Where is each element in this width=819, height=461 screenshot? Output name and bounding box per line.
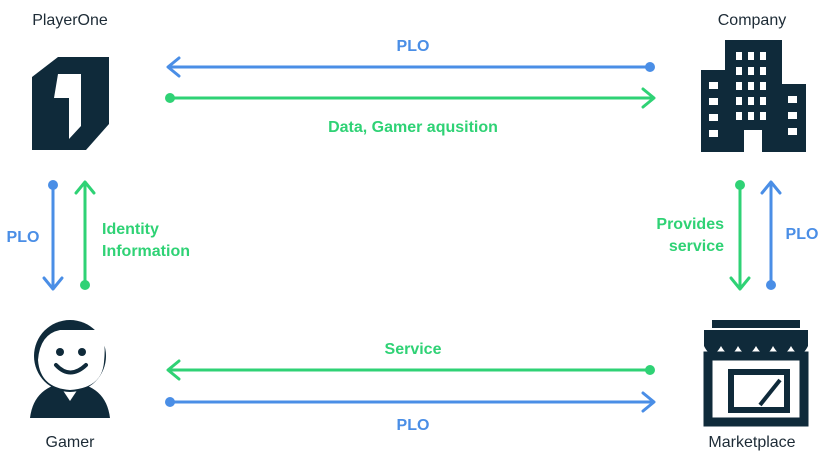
edge-label-gamer-to-playerone-line2: Information (102, 243, 190, 260)
edge-playerone-to-company (165, 87, 656, 109)
building-icon (701, 40, 806, 152)
edge-marketplace-to-gamer (166, 359, 655, 381)
edge-gamer-to-playerone (74, 180, 96, 290)
marketplace-label: Marketplace (708, 434, 795, 451)
edge-label-gamer-to-playerone-line1: Identity (102, 221, 159, 238)
playerone-logo-icon (32, 57, 109, 150)
edge-label-playerone-to-gamer: PLO (7, 229, 40, 246)
edge-playerone-to-gamer (42, 180, 64, 291)
gamer-avatar-icon (30, 320, 110, 418)
edge-label-gamer-to-marketplace: PLO (397, 417, 430, 434)
edge-label-playerone-to-company: Data, Gamer aqusition (328, 119, 498, 136)
playerone-label: PlayerOne (32, 12, 108, 29)
edge-label-company-to-marketplace-line1: Provides (656, 216, 724, 233)
edge-label-company-to-playerone: PLO (397, 38, 430, 55)
edge-company-to-marketplace (729, 180, 751, 291)
edge-marketplace-to-company (760, 180, 782, 290)
store-icon (703, 320, 809, 427)
gamer-label: Gamer (46, 434, 96, 451)
edge-gamer-to-marketplace (165, 391, 656, 413)
edge-label-marketplace-to-company: PLO (786, 226, 819, 243)
edge-label-marketplace-to-gamer: Service (385, 341, 442, 358)
edge-company-to-playerone (166, 56, 655, 78)
edge-label-company-to-marketplace-line2: service (669, 238, 724, 255)
company-label: Company (718, 12, 786, 29)
